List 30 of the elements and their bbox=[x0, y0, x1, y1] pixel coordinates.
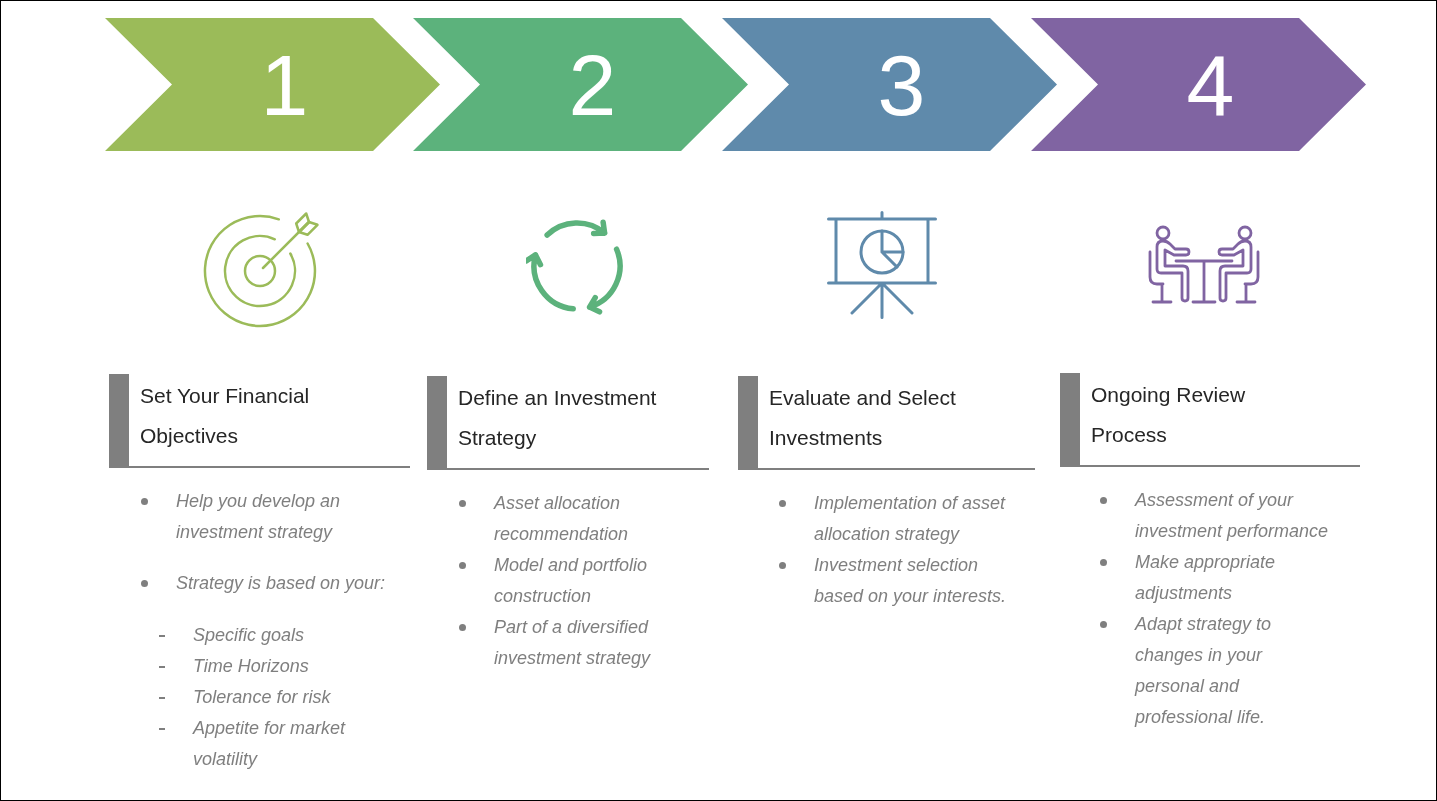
step-number: 4 bbox=[1186, 41, 1235, 128]
bullet-text: Adapt strategy to changes in your personal and professional life. bbox=[1135, 613, 1273, 729]
bullet-text: Strategy is based on your: bbox=[176, 572, 387, 595]
step-heading: Ongoing Review Process bbox=[1091, 382, 1247, 448]
step-number: 1 bbox=[260, 41, 309, 128]
section-header bbox=[738, 376, 1035, 470]
section-header bbox=[427, 376, 709, 470]
step-number: 2 bbox=[568, 41, 617, 128]
bullet-text: Asset allocation recommendation bbox=[494, 492, 630, 546]
chevron-step bbox=[105, 18, 440, 151]
bullet-text: Assessment of your investment performance bbox=[1135, 489, 1330, 543]
chevron-step bbox=[722, 18, 1057, 151]
chevron-step bbox=[1031, 18, 1366, 151]
step-heading: Set Your Financial Objectives bbox=[140, 383, 311, 449]
step-number: 3 bbox=[877, 41, 926, 128]
step-heading: Define an Investment Strategy bbox=[458, 385, 658, 451]
bullet-text: Specific goals bbox=[193, 624, 306, 647]
bullet-text: Part of a diversified investment strategy bbox=[494, 616, 652, 670]
bullet-text: Tolerance for risk bbox=[193, 686, 332, 709]
chevron-step bbox=[413, 18, 748, 151]
bullet-text: Help you develop an investment strategy bbox=[176, 490, 342, 544]
bullet-text: Investment selection based on your interests. bbox=[814, 554, 1008, 608]
bullet-text: Model and portfolio construction bbox=[494, 554, 649, 608]
bullet-text: Implementation of asset allocation strategy bbox=[814, 492, 1007, 546]
step-heading: Evaluate and Select Investments bbox=[769, 385, 957, 451]
bullet-text: Time Horizons bbox=[193, 655, 310, 678]
bullet-text: Appetite for market volatility bbox=[193, 717, 347, 771]
section-header bbox=[109, 374, 410, 468]
bullet-text: Make appropriate adjustments bbox=[1135, 551, 1277, 605]
section-header bbox=[1060, 373, 1360, 467]
